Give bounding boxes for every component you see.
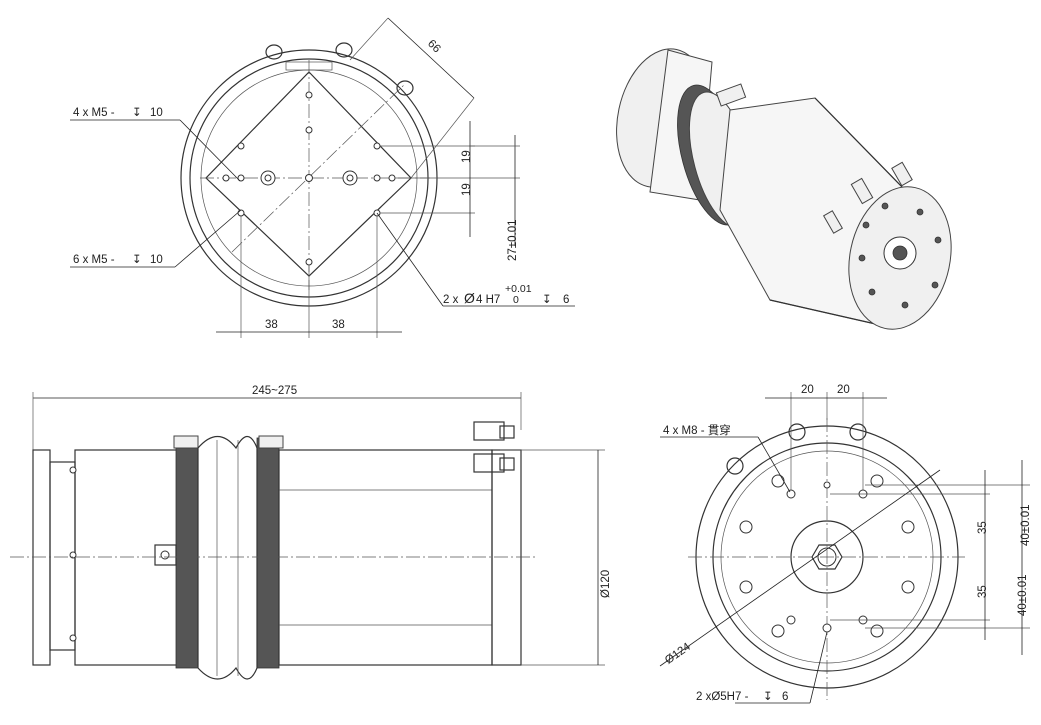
dim-19-upper: 19: [461, 150, 473, 163]
dim-35-lower: 35: [977, 585, 989, 598]
m5-top-callout: 4 x M5 -: [73, 107, 115, 119]
side-view: 245~275: [10, 385, 612, 680]
depth-symbol-icon: ↧: [132, 107, 142, 119]
dim-27: 27±0.01: [507, 220, 519, 262]
pin-size: 4 H7: [476, 294, 500, 306]
side-clamp-left: [175, 437, 199, 669]
m5-top-depth: 10: [150, 107, 163, 119]
front-lugs: [265, 42, 414, 96]
rear-holes: [739, 474, 915, 638]
air-fittings: [822, 161, 913, 234]
front-diamond-plate: [205, 71, 412, 277]
dim-38-left: 38: [265, 319, 278, 331]
side-fittings: [473, 421, 515, 473]
depth-symbol-icon: ↧: [763, 691, 773, 703]
side-clamp-right: [256, 437, 280, 669]
side-flange: [32, 449, 51, 666]
front-view: 66 19 19 27±0.01 38 38 4 x M5 - ↧ 10 6 x…: [70, 17, 575, 338]
pin-tol-upper: +0.01: [505, 283, 532, 295]
dim-19-lower: 19: [461, 183, 473, 196]
dim-38-right: 38: [332, 319, 345, 331]
dim-40-upper: 40±0.01: [1020, 505, 1032, 547]
depth-symbol-icon: ↧: [132, 254, 142, 266]
m8-callout: 4 x M8 - 貫穿: [663, 423, 731, 437]
rear-lugs: [726, 423, 867, 475]
front-centerline-diag: [231, 83, 406, 253]
side-bellows: [197, 435, 258, 680]
dim-20-right: 20: [837, 384, 850, 396]
rear-pin-callout: 2 xØ5H7 -: [696, 691, 749, 703]
isometric-view: [616, 48, 952, 330]
pin-depth: 6: [563, 294, 569, 306]
pin-callout: 2 x: [443, 294, 459, 306]
dim-35-upper: 35: [977, 521, 989, 534]
pin-tol-lower: 0: [513, 294, 519, 306]
depth-symbol-icon: ↧: [542, 294, 552, 306]
side-main-body: [278, 449, 493, 666]
diameter-icon: Ø: [464, 290, 475, 306]
m5-bottom-callout: 6 x M5 -: [73, 254, 115, 266]
m5-bottom-depth: 10: [150, 254, 163, 266]
length-dim: 245~275: [252, 385, 297, 397]
end-face-holes: [858, 202, 942, 309]
front-holes: [222, 91, 396, 266]
rear-pin-depth: 6: [782, 691, 788, 703]
dim-40-lower: 40±0.01: [1017, 575, 1029, 617]
diameter-dim: Ø124: [663, 641, 693, 667]
diameter-dim: Ø120: [600, 570, 612, 598]
dim-66-label: 66: [425, 38, 443, 56]
dim-20-left: 20: [801, 384, 814, 396]
rear-view: 20 20 4 x M8 - 貫穿 35 35 40±0.01 40±0.01 …: [659, 384, 1032, 704]
